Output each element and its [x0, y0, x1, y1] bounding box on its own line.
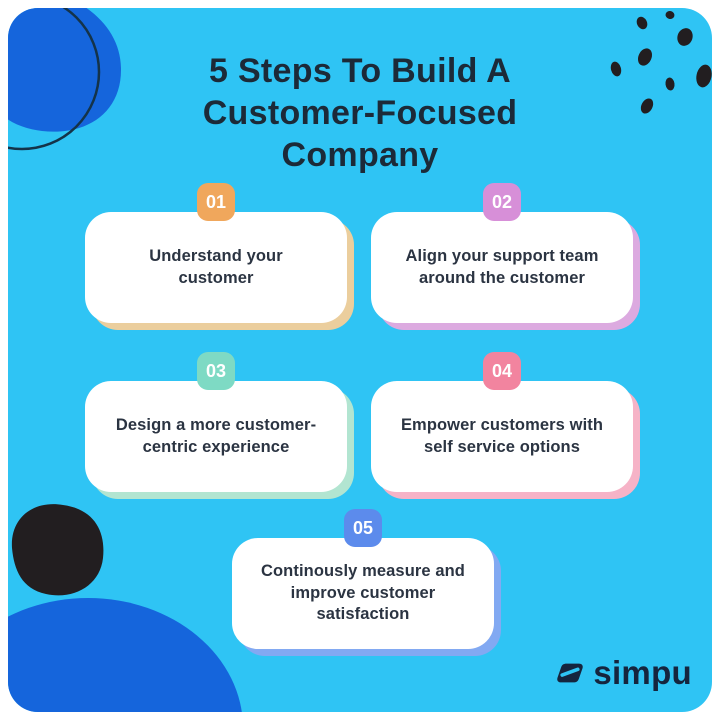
step-card-1-face: Understand your customer	[85, 212, 347, 323]
step-2-text: Align your support team around the custo…	[405, 246, 599, 287]
step-card-4: Empower customers with self service opti…	[371, 352, 640, 500]
step-card-1: Understand your customer 01	[85, 183, 354, 331]
poster-canvas: 5 Steps To Build A Customer-Focused Comp…	[8, 8, 712, 712]
blob-blue-bottom-left-icon	[8, 598, 242, 712]
step-card-2-face: Align your support team around the custo…	[371, 212, 633, 323]
step-card-5: Continously measure and improve customer…	[232, 509, 501, 657]
step-card-2: Align your support team around the custo…	[371, 183, 640, 331]
step-card-5-face: Continously measure and improve customer…	[232, 538, 494, 649]
step-card-3-face: Design a more customer- centric experien…	[85, 381, 347, 492]
brand-logo: simpu	[555, 654, 692, 692]
page-title: 5 Steps To Build A Customer-Focused Comp…	[202, 52, 518, 175]
brand-name: simpu	[593, 654, 692, 691]
step-3-number-badge: 03	[197, 352, 235, 390]
step-card-4-face: Empower customers with self service opti…	[371, 381, 633, 492]
dots-pattern-icon	[610, 10, 712, 114]
step-5-text: Continously measure and improve customer…	[260, 561, 465, 624]
step-card-3: Design a more customer- centric experien…	[85, 352, 354, 500]
step-3-text: Design a more customer- centric experien…	[115, 415, 317, 456]
outline-circle-icon	[8, 8, 101, 151]
step-2-number-badge: 02	[483, 183, 521, 221]
step-4-text: Empower customers with self service opti…	[400, 415, 604, 456]
blob-black-bottom-left-icon	[11, 504, 104, 596]
step-5-number-badge: 05	[344, 509, 382, 547]
step-1-number-badge: 01	[197, 183, 235, 221]
step-4-number-badge: 04	[483, 352, 521, 390]
simpu-logo-icon	[557, 663, 584, 683]
step-1-text: Understand your customer	[149, 246, 283, 287]
decorations-layer	[8, 8, 712, 712]
